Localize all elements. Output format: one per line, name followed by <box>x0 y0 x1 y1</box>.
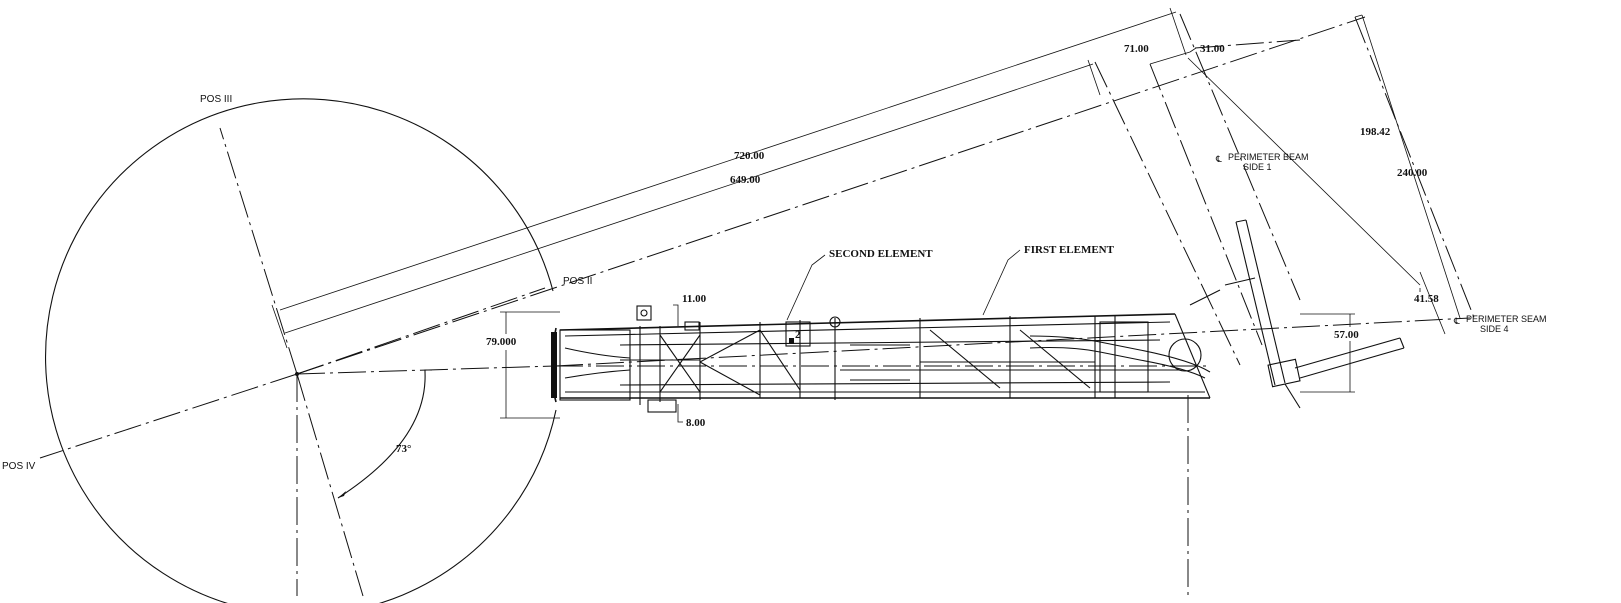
perimeter-seam-side4-sub: SIDE 4 <box>1480 324 1509 334</box>
perimeter-beam-side1-label: PERIMETER BEAM <box>1228 152 1309 162</box>
dimension-lines-long <box>271 7 1187 349</box>
boom-assembly <box>551 305 1211 413</box>
dim-720: 720.00 <box>734 150 765 162</box>
extension-lines <box>1094 13 1476 596</box>
angle-arc <box>337 369 432 499</box>
element-leaders <box>786 249 1021 321</box>
dim-57: 57.00 <box>1334 329 1359 341</box>
dim-31: 31.00 <box>1200 43 1225 55</box>
perimeter-beam-side1 <box>1189 219 1301 409</box>
pos-iv-label: POS IV <box>2 461 36 472</box>
perimeter-beam-side1-centerline: ℄ <box>1215 154 1222 164</box>
dim-649: 649.00 <box>730 174 761 186</box>
dim-240: 240.00 <box>1397 167 1428 179</box>
position-lines <box>39 127 556 597</box>
pos-ii-label: POS II <box>563 276 592 287</box>
dimension-lines-small <box>500 288 1421 423</box>
dim-198: 198.42 <box>1360 126 1391 138</box>
perimeter-beam-side1-sub: SIDE 1 <box>1243 162 1272 172</box>
dim-11: 11.00 <box>682 293 707 305</box>
pos-iii-label: POS III <box>200 94 232 105</box>
perimeter-seam-side4-centerline: ℄ <box>1453 316 1460 326</box>
dim-41: 41.58 <box>1414 293 1439 305</box>
dim-8: 8.00 <box>686 417 706 429</box>
first-element-label: FIRST ELEMENT <box>1024 244 1115 256</box>
perimeter-seam-side4-label: PERIMETER SEAM <box>1466 314 1547 324</box>
rotation-circle <box>44 98 557 603</box>
perimeter-beam-side4 <box>1294 337 1405 379</box>
dim-71: 71.00 <box>1124 43 1149 55</box>
second-element-label: SECOND ELEMENT <box>829 248 933 260</box>
centerlines <box>296 16 1471 375</box>
dim-79: 79.000 <box>486 336 517 348</box>
element-marker: 2 <box>795 329 801 341</box>
angle-label: 73° <box>396 443 411 455</box>
